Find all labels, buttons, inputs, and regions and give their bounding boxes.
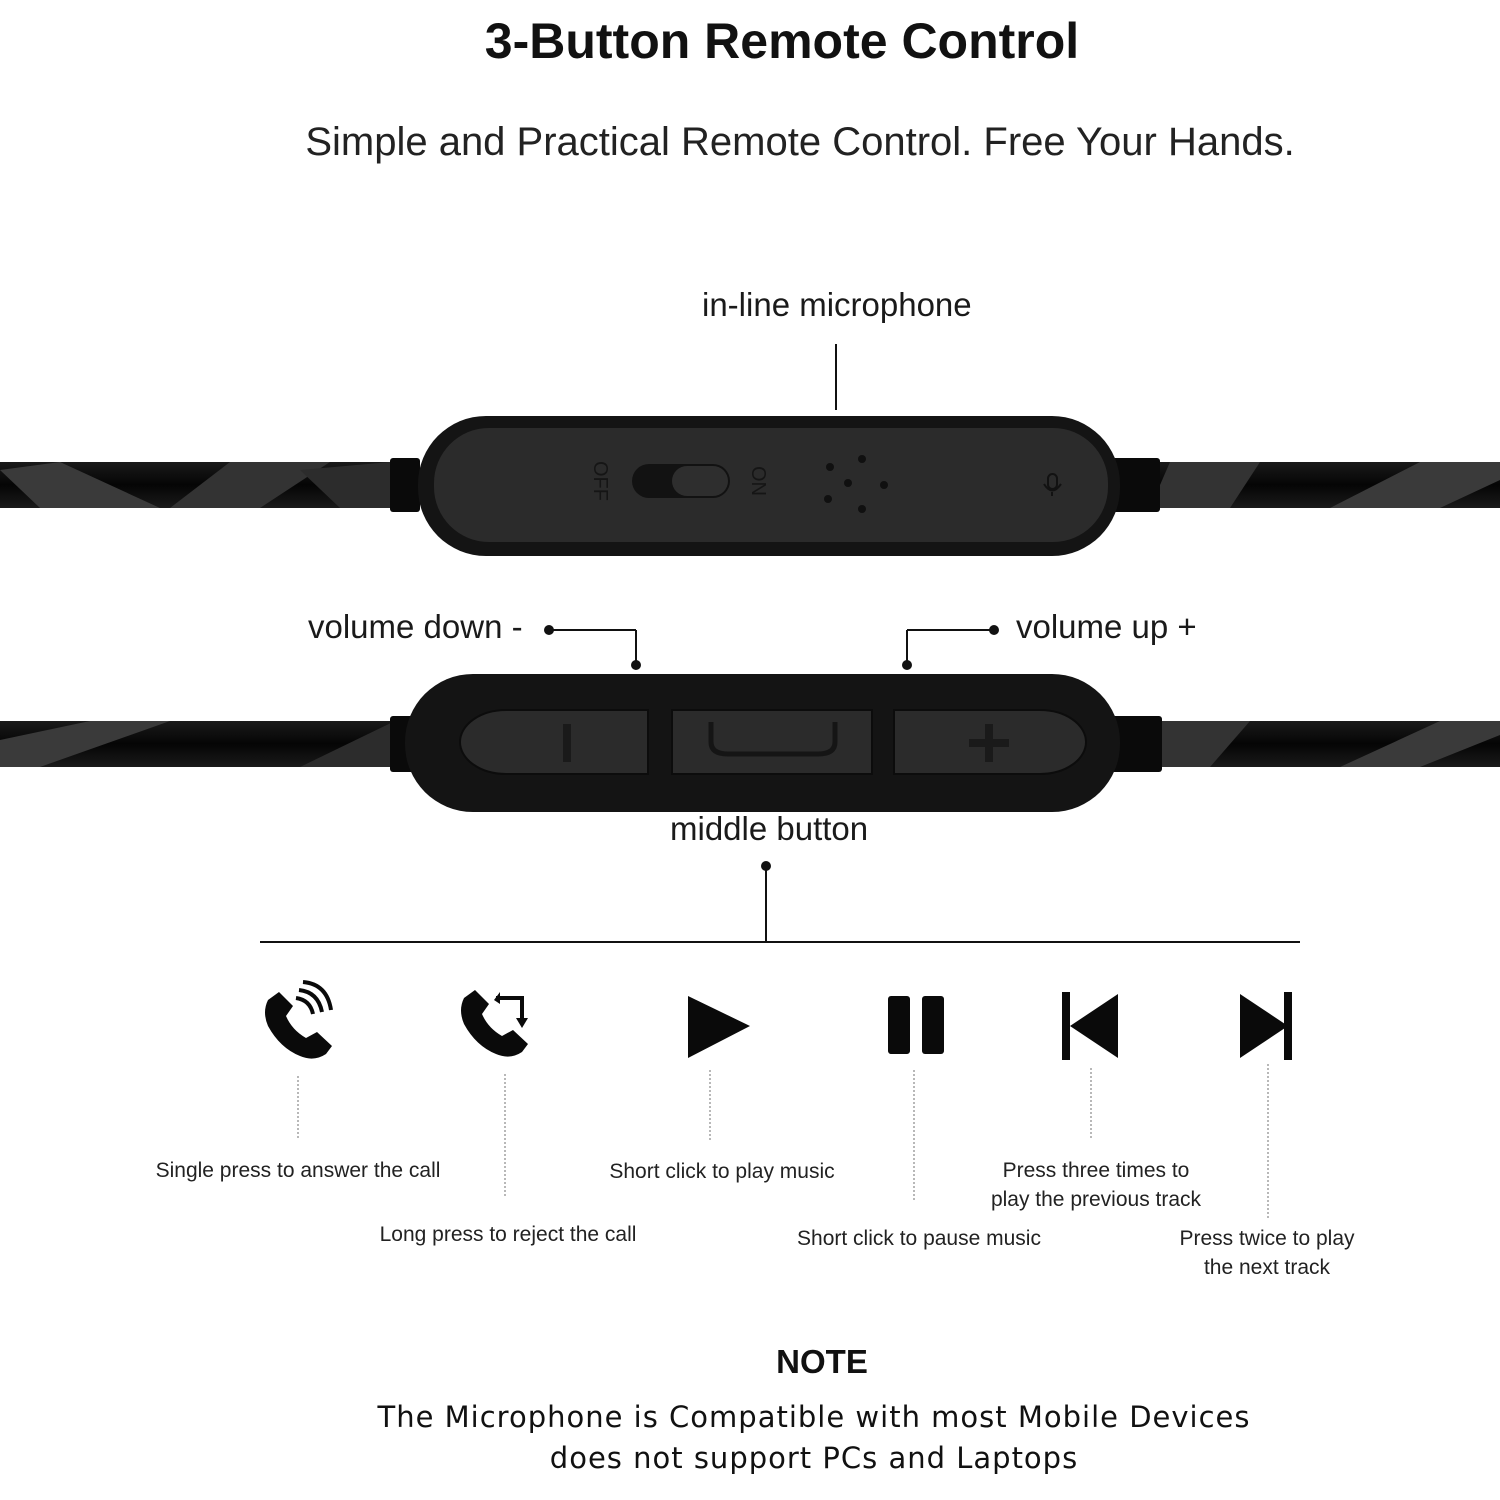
function-desc-answer: Single press to answer the call xyxy=(155,1159,441,1182)
mic-unit-collar-right xyxy=(1108,458,1160,512)
middle-button[interactable] xyxy=(671,709,873,775)
volume-up-leader xyxy=(906,629,994,665)
mic-holes xyxy=(824,455,888,513)
switch-on-label: ON xyxy=(747,466,769,496)
plus-icon xyxy=(969,724,1009,762)
page-subtitle: Simple and Practical Remote Control. Fre… xyxy=(305,120,1295,164)
handset-icon xyxy=(708,722,838,757)
pause-icon xyxy=(888,996,944,1054)
volume-up-label: volume up + xyxy=(1016,608,1197,645)
function-desc-play: Short click to play music xyxy=(609,1160,835,1183)
phone-reject-icon xyxy=(461,990,528,1057)
play-icon xyxy=(688,996,750,1058)
function-desc-previous: Press three times to play the previous t… xyxy=(990,1159,1202,1211)
minus-icon xyxy=(563,724,571,762)
next-track-icon xyxy=(1240,992,1292,1060)
phone-answer-icon xyxy=(265,980,333,1059)
button-unit-cable-left xyxy=(0,721,400,767)
mic-unit-cable-right xyxy=(1100,462,1500,508)
note-line-1: The Microphone is Compatible with most M… xyxy=(377,1400,1251,1434)
mic-switch-knob xyxy=(672,466,728,496)
previous-track-icon xyxy=(1062,992,1118,1060)
middle-button-label: middle button xyxy=(670,810,869,847)
function-desc-pause: Short click to pause music xyxy=(797,1227,1041,1250)
button-unit-cable-right xyxy=(1100,721,1500,767)
function-desc-reject: Long press to reject the call xyxy=(379,1223,637,1246)
mic-unit-collar-left xyxy=(390,458,420,512)
volume-down-label: volume down - xyxy=(308,608,523,645)
in-line-microphone-label: in-line microphone xyxy=(702,286,972,323)
volume-down-leader xyxy=(549,629,637,665)
mic-unit-face xyxy=(434,428,1108,542)
volume-down-button[interactable] xyxy=(458,709,649,775)
function-desc-next: Press twice to play the next track xyxy=(1179,1227,1355,1279)
mic-symbol-icon xyxy=(1043,473,1062,496)
note-title: NOTE xyxy=(776,1343,868,1380)
mic-unit-cable-left xyxy=(0,462,400,508)
switch-off-label: OFF xyxy=(589,461,611,501)
function-leaders xyxy=(297,1064,1269,1218)
page-title: 3-Button Remote Control xyxy=(484,13,1080,69)
note-line-2: does not support PCs and Laptops xyxy=(549,1441,1079,1475)
